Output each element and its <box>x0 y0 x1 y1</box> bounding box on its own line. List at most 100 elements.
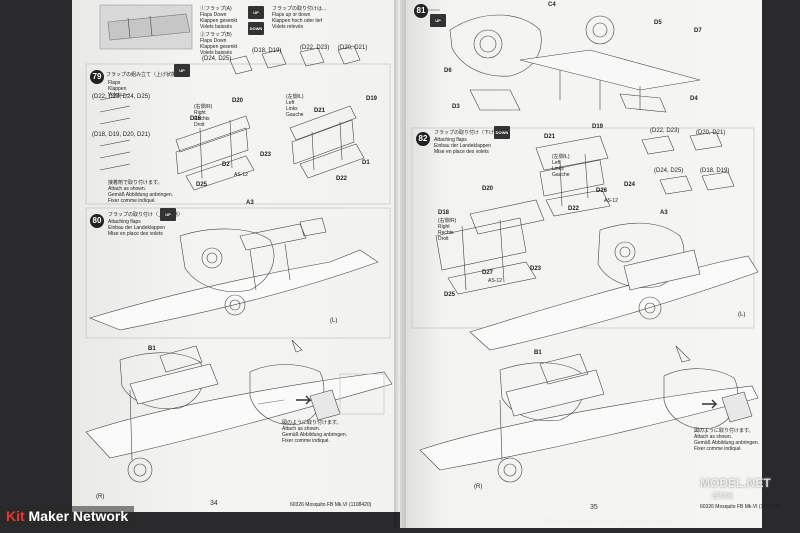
note-82-2: Attach as shown. <box>694 434 733 440</box>
step-81-number: 81 <box>414 4 428 18</box>
lbl-79-right-4: Droit <box>194 122 205 128</box>
lbl-82-d20-d21: (D20, D21) <box>696 130 726 136</box>
top-box-line-b2: Flaps Down <box>200 38 227 44</box>
note-82-4: Fixer comme indiqué. <box>694 446 742 452</box>
lbl-79-right-2: Right <box>194 110 206 116</box>
lbl-79-d18: D18 <box>190 116 202 122</box>
lbl-82-d26: D26 <box>596 188 608 194</box>
top-box-line-a4: Volets baissés <box>200 24 232 30</box>
lbl-79-d25: D25 <box>196 182 208 188</box>
note-80-4: Fixer comme indiqué. <box>282 438 330 444</box>
lbl-79-as12: AS-12 <box>234 172 248 178</box>
watermark-logo: MODEL.NET <box>700 476 771 490</box>
lbl-81-d4: D4 <box>690 96 698 102</box>
lbl-82-d21: D21 <box>544 134 556 140</box>
lbl-82-d25: D25 <box>444 292 456 298</box>
lbl-81-d7: D7 <box>694 28 702 34</box>
lbl-82-b1: B1 <box>534 350 542 356</box>
lbl-82-left-2: Left <box>552 160 561 166</box>
top-box-line-b4: Volets baissés <box>200 50 232 56</box>
lbl-79-left-3: Links <box>286 106 298 112</box>
step-79-caption-2: Klappen <box>108 86 127 92</box>
lbl-79-d22: D22 <box>336 176 348 182</box>
lbl-79-d24-d25: (D24, D25) <box>202 56 232 62</box>
lbl-82-d18: D18 <box>438 210 450 216</box>
lbl-80-a3: A3 <box>246 200 254 206</box>
kit-maker-network-logo: Kit Maker Network <box>0 506 135 526</box>
lbl-79-d23: D23 <box>260 152 272 158</box>
step-79-up-badge: UP <box>174 64 190 77</box>
lbl-82-as12-a: AS-12 <box>604 198 618 204</box>
top-box-line-a3: Klappen gesenkt <box>200 18 238 24</box>
note-80-3: Gemäß Abbildung anbringen. <box>282 432 348 438</box>
lbl-82-right-1: (右側/R) <box>438 218 457 224</box>
book-gutter <box>394 0 406 528</box>
lbl-80-b1: B1 <box>148 346 156 352</box>
note-80-1: 図のように取り付けます。 <box>282 420 342 426</box>
note-79-2: Attach as shown. <box>108 186 147 192</box>
lbl-79-right-3: Rechts <box>194 116 210 122</box>
lbl-82-r: (R) <box>474 484 483 490</box>
right-page-number: 35 <box>590 504 598 511</box>
lbl-80-l: (L) <box>330 318 338 324</box>
lbl-79-left-1: (左側/L) <box>286 94 304 100</box>
step-81-up-badge: UP <box>430 14 446 27</box>
step-79-caption-1: Flaps <box>108 80 121 86</box>
lbl-82-d19: D19 <box>592 124 604 130</box>
lbl-81-d5: D5 <box>654 20 662 26</box>
lbl-82-d24-d25: (D24, D25) <box>654 168 684 174</box>
lbl-79-d22-d23: (D22, D23) <box>300 45 330 51</box>
lbl-82-right-4: Droit <box>438 236 449 242</box>
step-82-caption-1: Attaching flaps <box>434 137 467 143</box>
lbl-82-d20: D20 <box>482 186 494 192</box>
lbl-79-d21: D21 <box>314 108 326 114</box>
step-80-title: フラップの取り付け（上げ状態） <box>108 212 184 218</box>
step-80-caption-3: Mise en place des volets <box>108 231 163 237</box>
lbl-79-d2: D2 <box>222 162 230 168</box>
note-79-1: 接着剤で取り付けます。 <box>108 180 163 186</box>
step-80-caption-1: Attaching flaps <box>108 219 141 225</box>
lbl-82-a3: A3 <box>660 210 668 216</box>
step-82-title: フラップの取り付け（下げ状態） <box>434 130 510 136</box>
logo-prefix: Kit <box>6 508 25 524</box>
step-79-caption-3: Volets <box>108 92 122 98</box>
lbl-79-right-1: (右側/R) <box>194 104 213 110</box>
watermark-sub: 模型网 <box>712 493 733 500</box>
left-page-number: 34 <box>210 500 218 507</box>
right-footer-code: 60326 Mosquito FB Mk.VI (1108420) <box>700 504 782 510</box>
lbl-82-d23: D23 <box>530 266 542 272</box>
lbl-80-r: (R) <box>96 494 105 500</box>
logo-rest: Maker Network <box>24 508 129 524</box>
top-box-right-line-1: フラップの取り付けは... <box>272 6 327 12</box>
lbl-81-c4: C4 <box>548 2 556 8</box>
step-79-number: 79 <box>90 70 104 84</box>
lbl-82-right-3: Rechts <box>438 230 454 236</box>
lbl-79-d20-d21: (D20, D21) <box>338 45 368 51</box>
step-82-caption-3: Mise en place des volets <box>434 149 489 155</box>
step-80-number: 80 <box>90 214 104 228</box>
step-82-caption-2: Einbau der Landeklappen <box>434 143 491 149</box>
note-79-4: Fixer comme indiqué. <box>108 198 156 204</box>
lbl-82-d24: D24 <box>624 182 636 188</box>
lbl-82-d27: D27 <box>482 270 494 276</box>
lbl-82-left-1: (左側/L) <box>552 154 570 160</box>
lbl-79-d22-d25: (D22, D23, D24, D25) <box>92 94 151 100</box>
lbl-79-left-2: Left <box>286 100 295 106</box>
top-box-right-line-4: Volets relevés <box>272 24 304 30</box>
lbl-82-d22-d23: (D22, D23) <box>650 128 680 134</box>
up-badge: UP <box>248 6 264 19</box>
lbl-79-d18-d21: (D18, D19, D20, D21) <box>92 132 151 138</box>
note-82-1: 図のように取り付けます。 <box>694 428 754 434</box>
lbl-79-left-4: Gauche <box>286 112 304 118</box>
top-box-right-line-2: Flaps up or down <box>272 12 311 18</box>
step-82-down-badge: DOWN <box>494 126 510 139</box>
left-footer-code: 60326 Mosquito FB Mk.VI (1108420) <box>290 502 372 508</box>
note-79-3: Gemäß Abbildung anbringen. <box>108 192 174 198</box>
top-box-line-a2: Flaps Down <box>200 12 227 18</box>
lbl-82-d18-d19: (D18, D19) <box>700 168 730 174</box>
step-82-number: 82 <box>416 132 430 146</box>
top-box-line-b3: Klappen gesenkt <box>200 44 238 50</box>
lbl-82-left-4: Gauche <box>552 172 570 178</box>
lbl-79-d18-d19: (D18, D19) <box>252 48 282 54</box>
